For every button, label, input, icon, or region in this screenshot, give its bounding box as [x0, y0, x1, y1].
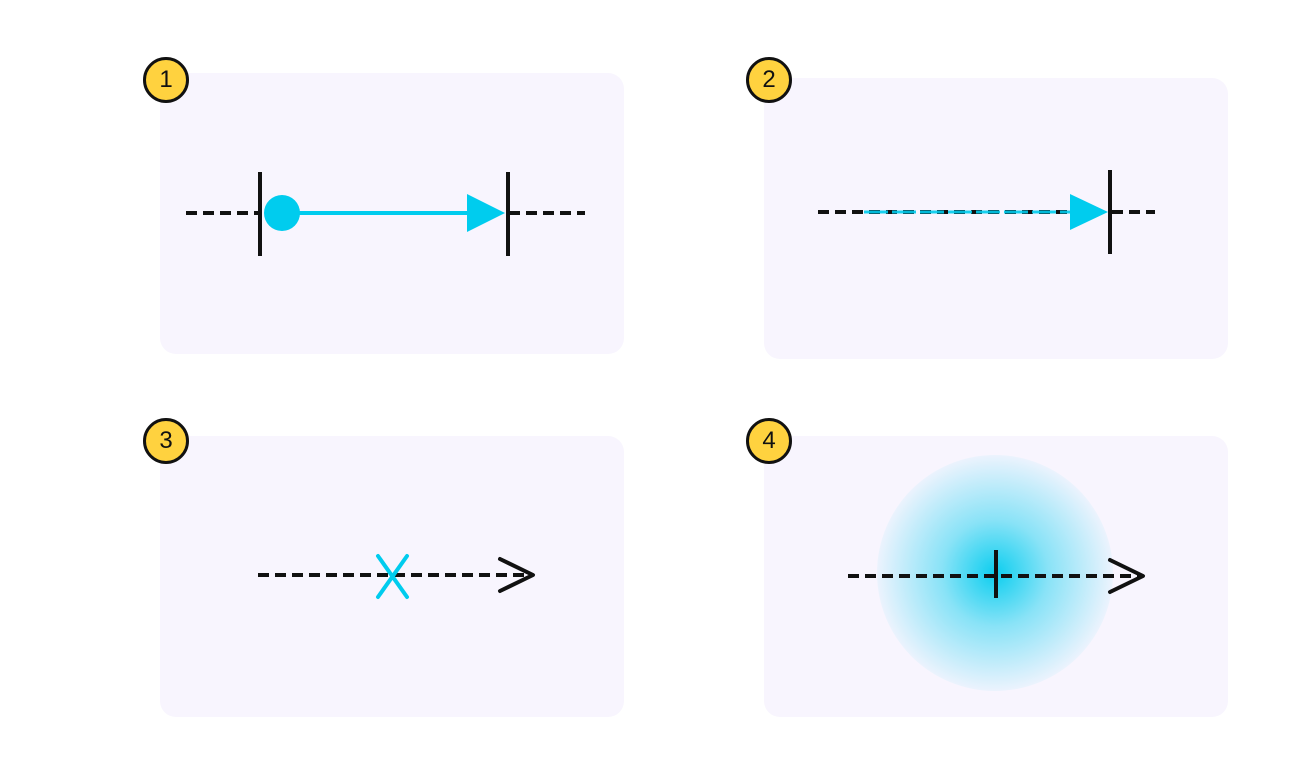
panel-3-diagram — [258, 554, 535, 599]
cross-icon — [376, 554, 409, 599]
arrow-head-icon — [1108, 558, 1145, 594]
number-badge-4: 4 — [746, 418, 792, 464]
panel-2 — [764, 78, 1228, 359]
number-badge-3: 3 — [143, 418, 189, 464]
arrow-head-icon — [498, 557, 535, 593]
arrow-head-icon — [467, 194, 505, 232]
panel-1-diagram — [186, 172, 585, 256]
number-badge-1: 1 — [143, 57, 189, 103]
number-badge-2: 2 — [746, 57, 792, 103]
panel-2-diagram — [818, 170, 1155, 254]
arrow-head-icon — [1070, 194, 1108, 230]
panel-4-diagram — [848, 455, 1145, 691]
circle-start-icon — [264, 195, 300, 231]
